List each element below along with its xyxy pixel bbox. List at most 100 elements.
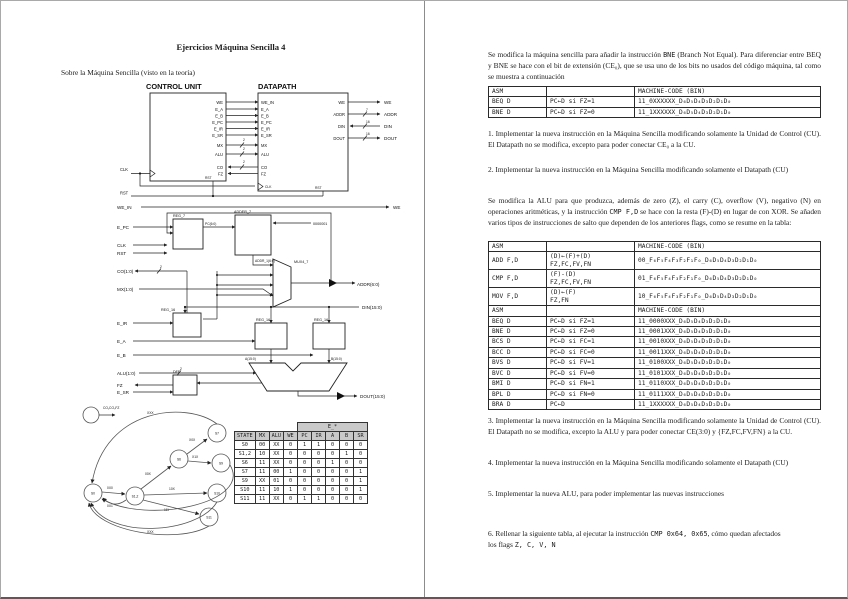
alu-paragraph: Se modifica la ALU para que produzca, ad… [488, 196, 821, 228]
svg-text:WE: WE [338, 100, 345, 105]
dff-block: DFF [172, 370, 198, 396]
table-row: S10 11 10 1 0 0 0 0 1 [234, 485, 368, 495]
code-cell: 11_0000XXX_D₆D₅D₄D₃D₂D₁D₀ [634, 315, 821, 327]
svg-text:ADDR: ADDR [333, 112, 345, 117]
mux-label: MUX4_7 [294, 260, 308, 264]
svg-text:E_SR: E_SR [212, 133, 223, 138]
exercise-2: 2. Implementar la nueva instrucción en l… [488, 165, 789, 175]
code-cell: MACHINE-CODE (BIN) [634, 240, 821, 253]
ir-cell: 1 [311, 440, 326, 450]
desc-cell: PC←D [546, 398, 635, 411]
a-cell: 1 [325, 458, 340, 468]
control-unit-title: CONTROL UNIT [146, 82, 202, 91]
desc-line-1: PC←D si FC=1 [550, 338, 595, 346]
pc-cell: 0 [297, 476, 312, 486]
rst-label: RST [120, 191, 129, 196]
pc-bus-label: PC(6:0) [205, 222, 216, 226]
table-row: BVS D PC←D si FV=1 11_0100XXX_D₆D₅D₄D₃D₂… [488, 357, 821, 369]
code-cell: 11_1XXXXXX_D₆D₅D₄D₃D₂D₁D₀ [634, 398, 821, 411]
ir-cell: 0 [311, 449, 326, 459]
alu-cell: XX [268, 458, 285, 468]
a-cell: 0 [325, 485, 340, 495]
mx-cell: XX [254, 476, 270, 486]
a-cell: 0 [325, 449, 340, 459]
svg-text:S0: S0 [91, 492, 95, 496]
we-cell: 0 [283, 476, 298, 486]
table-row: S0 00 XX 0 1 1 0 0 0 [234, 440, 368, 450]
block-diagram: CONTROL UNIT DATAPATH 2 2 2 [120, 82, 398, 198]
code-cell: 11_0XXXXXX_D₆D₅D₄D₃D₂D₁D₀ [634, 96, 821, 108]
table-row: ADD F,D (D)←(F)+(D) FZ,FC,FV,FN 00_F₆F₅F… [488, 251, 821, 271]
datapath-left-labels: WE_IN E_PC CLK RST CO(1:0) MX(1:0) E_IR … [117, 205, 136, 395]
header-cell: PC [297, 431, 312, 441]
a-cell: 0 [325, 467, 340, 477]
desc-line-1: (D)←(F)+(D) [550, 253, 591, 261]
ir-cell: 0 [311, 467, 326, 477]
code-cell: MACHINE-CODE (BIN) [634, 305, 821, 317]
svg-text:E_PC: E_PC [261, 120, 272, 125]
b-cell: 1 [339, 449, 354, 459]
mx-cell: 00 [254, 440, 270, 450]
state-cell: S0 [234, 440, 256, 450]
svg-text:WE: WE [393, 205, 400, 210]
group-header-cell: E_* [297, 422, 368, 432]
svg-text:0X0: 0X0 [107, 486, 113, 490]
datapath-title: DATAPATH [258, 82, 296, 91]
svg-text:E_PC: E_PC [212, 120, 223, 125]
code-cell: 01_F₆F₅F₄F₃F₂F₁F₀_D₆D₅D₄D₃D₂D₁D₀ [634, 269, 821, 289]
mx-cell: 11 [254, 494, 270, 504]
svg-text:DOUT(15:0): DOUT(15:0) [360, 394, 385, 399]
dp-pin-labels: WE_IN E_A E_B E_PC E_IR E_SR MX ALU CO F… [261, 100, 274, 177]
state-diagram: CO₁CO₀FZ 0X0 0X1 00X X0X X1X [82, 406, 234, 536]
ir-cell: 0 [311, 476, 326, 486]
table-row: CMP F,D (F)-(D) FZ,FC,FV,FN 01_F₆F₅F₄F₃F… [488, 269, 821, 289]
svg-text:WE: WE [216, 100, 223, 105]
mx-cell: 11 [254, 467, 270, 477]
svg-text:CO: CO [261, 165, 267, 170]
desc-cell: PC←D si FC=0 [546, 346, 635, 359]
desc-cell: PC←D si FV=1 [546, 357, 635, 369]
ir-cell: 0 [311, 458, 326, 468]
ir-reg-label: REG_16 [161, 308, 175, 312]
code-cell: 11_0001XXX_D₆D₅D₄D₃D₂D₁D₀ [634, 325, 821, 338]
text-segment: (Branch Not Equal). Para diferenciar ent… [488, 50, 821, 81]
mx-width: 2 [243, 138, 245, 142]
ir-cell: 1 [311, 494, 326, 504]
alu-cell: 01 [268, 476, 285, 486]
code-cell: 11_0010XXX_D₆D₅D₄D₃D₂D₁D₀ [634, 336, 821, 348]
svg-text:DIN(15:0): DIN(15:0) [362, 305, 382, 310]
header-cell: B [339, 431, 354, 441]
svg-text:CO(1:0): CO(1:0) [117, 269, 134, 274]
we-cell: 0 [283, 494, 298, 504]
table-row: BRA D PC←D 11_1XXXXXX_D₆D₅D₄D₃D₂D₁D₀ [488, 398, 821, 411]
header-cell: WE [283, 431, 298, 441]
asm-cell: ASM [488, 240, 547, 253]
desc-cell [546, 85, 635, 98]
svg-text:WE_IN: WE_IN [261, 100, 274, 105]
table-row: BEQ D PC←D si FZ=1 11_0000XXX_D₆D₅D₄D₃D₂… [488, 315, 821, 327]
text-segment: Z, C, V, N [514, 541, 556, 550]
svg-text:X0X: X0X [189, 438, 196, 442]
desc-cell [546, 305, 635, 317]
sr-cell: 1 [353, 476, 368, 486]
asm-cell: ADD F,D [488, 251, 547, 271]
b-cell: 0 [339, 458, 354, 468]
svg-text:10X: 10X [169, 487, 176, 491]
code-cell: 11_0111XXX_D₆D₅D₄D₃D₂D₁D₀ [634, 388, 821, 401]
svg-text:FZ: FZ [261, 172, 267, 177]
svg-text:E_A: E_A [117, 339, 127, 344]
alu-bus-width: 2 [180, 367, 182, 371]
initial-state: CO₁CO₀FZ [82, 406, 119, 424]
asm-cell: BCS D [488, 336, 547, 348]
b-register-block: REG_16 B(15:0) [312, 318, 346, 364]
cu-rst-pin: RST [205, 176, 212, 180]
svg-text:S9: S9 [219, 462, 223, 466]
svg-text:X1X: X1X [192, 455, 199, 459]
code-cell: 11_0110XXX_D₆D₅D₄D₃D₂D₁D₀ [634, 378, 821, 390]
adder-label: ADDER_7 [234, 210, 251, 214]
fsm-edge-labels: 0X0 0X1 00X X0X X1X 10X 111 XXX XXX [107, 411, 199, 534]
svg-text:RST: RST [117, 251, 126, 256]
svg-text:E_SR: E_SR [117, 390, 130, 395]
svg-text:XXX: XXX [147, 411, 154, 415]
